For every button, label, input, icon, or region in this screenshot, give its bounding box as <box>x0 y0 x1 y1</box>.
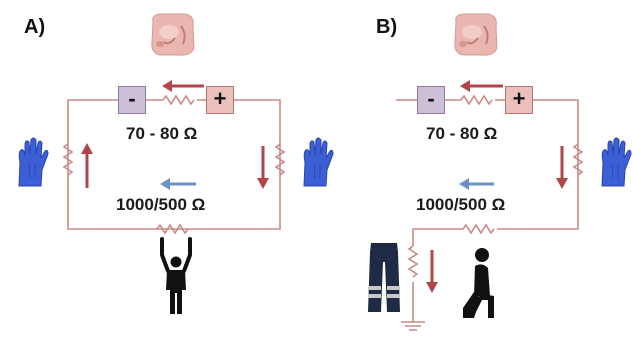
panel-a-body-resistor-icon <box>156 224 189 234</box>
panel-b-circuit <box>368 13 632 331</box>
panel-a-skin-resistor-icon <box>162 95 195 105</box>
panel-a-right-glove-icon <box>303 137 334 187</box>
panel-b-right-current-arrow-icon <box>556 146 568 189</box>
panel-a-circuit <box>18 13 334 314</box>
panel-a-label: A) <box>24 16 46 38</box>
panel-a-right-glove-resistor-icon <box>275 143 285 176</box>
panel-a-body-current-arrow-icon <box>160 178 196 190</box>
panel-b-glove-icon <box>601 137 632 187</box>
panel-b-kneeling-person-icon <box>463 248 494 318</box>
panel-b-top-current-arrow-icon <box>460 80 503 92</box>
panel-b-skin-model-image <box>453 13 498 57</box>
panel-b-skin-resistor-icon <box>460 95 493 105</box>
panel-a-left-glove-icon <box>18 137 49 187</box>
panel-b-body-current-arrow-icon <box>459 178 494 190</box>
panel-b-label: B) <box>376 16 398 38</box>
panel-a-left-current-arrow-icon <box>81 143 93 188</box>
panel-a-body-resistance-label: 1000/500 Ω <box>116 195 206 214</box>
panel-a-skin-model-image <box>150 13 195 57</box>
panel-b-positive-terminal: + <box>505 86 533 114</box>
panel-a-top-current-arrow-icon <box>162 80 204 92</box>
panel-b-skin-resistance-label: 70 - 80 Ω <box>426 124 498 143</box>
panel-a-positive-terminal: + <box>206 86 234 114</box>
panel-b-body-resistor-icon <box>462 224 495 234</box>
panel-b-trousers-resistor-icon <box>408 245 418 278</box>
panel-b-negative-terminal: - <box>417 86 445 114</box>
panel-b-ground-icon <box>401 321 425 331</box>
panel-b-trousers-current-arrow-icon <box>426 250 438 293</box>
panel-a-wire-loop <box>67 99 281 230</box>
panel-b-glove-resistor-icon <box>573 143 583 176</box>
panel-a-person-hands-up-icon <box>160 237 192 314</box>
panel-b-body-resistance-label: 1000/500 Ω <box>416 195 506 214</box>
panel-a-skin-resistance-label: 70 - 80 Ω <box>126 124 198 143</box>
panel-a-negative-terminal: - <box>118 86 146 114</box>
panel-a-left-glove-resistor-icon <box>63 143 73 176</box>
panel-b-trousers-icon <box>368 243 400 312</box>
panel-a-right-current-arrow-icon <box>257 146 269 189</box>
